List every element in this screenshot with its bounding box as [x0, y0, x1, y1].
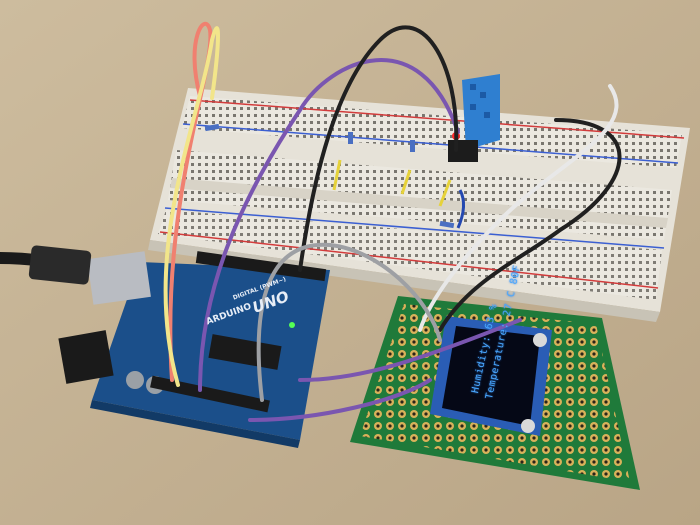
breadboard-components: [204, 123, 465, 229]
usb-cable: [0, 245, 92, 285]
arduino-board: [58, 251, 330, 448]
jumper-wires: [163, 21, 622, 422]
oled-module: [430, 316, 552, 436]
